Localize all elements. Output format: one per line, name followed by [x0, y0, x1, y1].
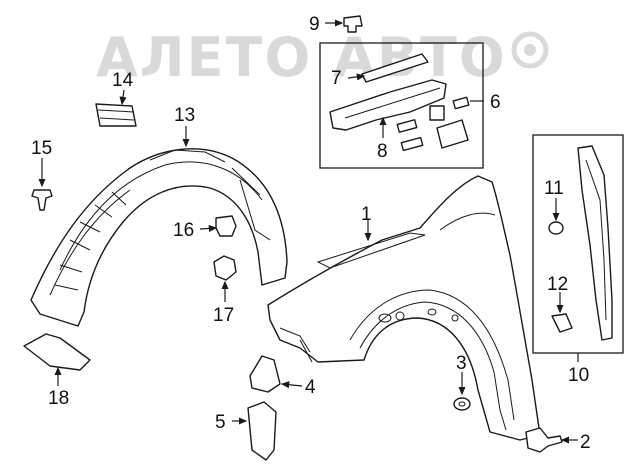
- callout-6: 6: [490, 92, 501, 113]
- callout-8: 8: [377, 141, 388, 162]
- clip-part-11: [548, 221, 564, 235]
- callout-7: 7: [331, 68, 342, 89]
- watermark-text: АЛЕТО АВТО: [96, 26, 507, 89]
- bracket-part-8-edge: [344, 87, 441, 119]
- grommet-part-3-hole: [458, 401, 466, 407]
- callout-18: 18: [48, 388, 69, 409]
- callout-16: 16: [173, 220, 194, 241]
- callout-11: 11: [544, 178, 564, 199]
- callout-3: 3: [456, 353, 467, 374]
- connector-part-14-ribs: [97, 109, 135, 121]
- callout-5: 5: [215, 412, 226, 433]
- pad-part-5: [247, 401, 277, 461]
- clip-part-12: [551, 313, 573, 333]
- watermark-logo-icon: [511, 31, 549, 69]
- callout-1: 1: [361, 204, 372, 225]
- connector-part-14: [95, 103, 137, 127]
- grommet-part-3: [453, 397, 471, 411]
- seal-part-10: [577, 145, 613, 341]
- callout-12: 12: [547, 274, 568, 295]
- shield-part-18: [23, 333, 91, 371]
- callout-10: 10: [568, 365, 589, 386]
- seal-part-10-edge: [585, 159, 607, 321]
- callout-15: 15: [31, 138, 52, 159]
- clip-part-9: [343, 15, 363, 33]
- part-group-frame-6: [319, 42, 484, 169]
- pad-parts-6: [396, 96, 470, 152]
- fender-liner-part: [30, 148, 288, 327]
- nut-part-17: [213, 255, 237, 281]
- bolt-part-2: [525, 427, 563, 453]
- callout-14: 14: [112, 70, 134, 91]
- callout-9: 9: [309, 14, 320, 35]
- callout-13: 13: [174, 105, 195, 126]
- callout-2: 2: [580, 432, 591, 453]
- bracket-part-4: [249, 355, 281, 393]
- leader-lines: [38, 19, 579, 444]
- front-fender-part: [267, 175, 541, 441]
- callout-4: 4: [305, 377, 316, 398]
- push-rivet-part-15: [31, 189, 53, 211]
- bolt-part-16: [215, 215, 237, 237]
- bracket-part-8: [329, 79, 447, 131]
- callout-17: 17: [213, 305, 234, 326]
